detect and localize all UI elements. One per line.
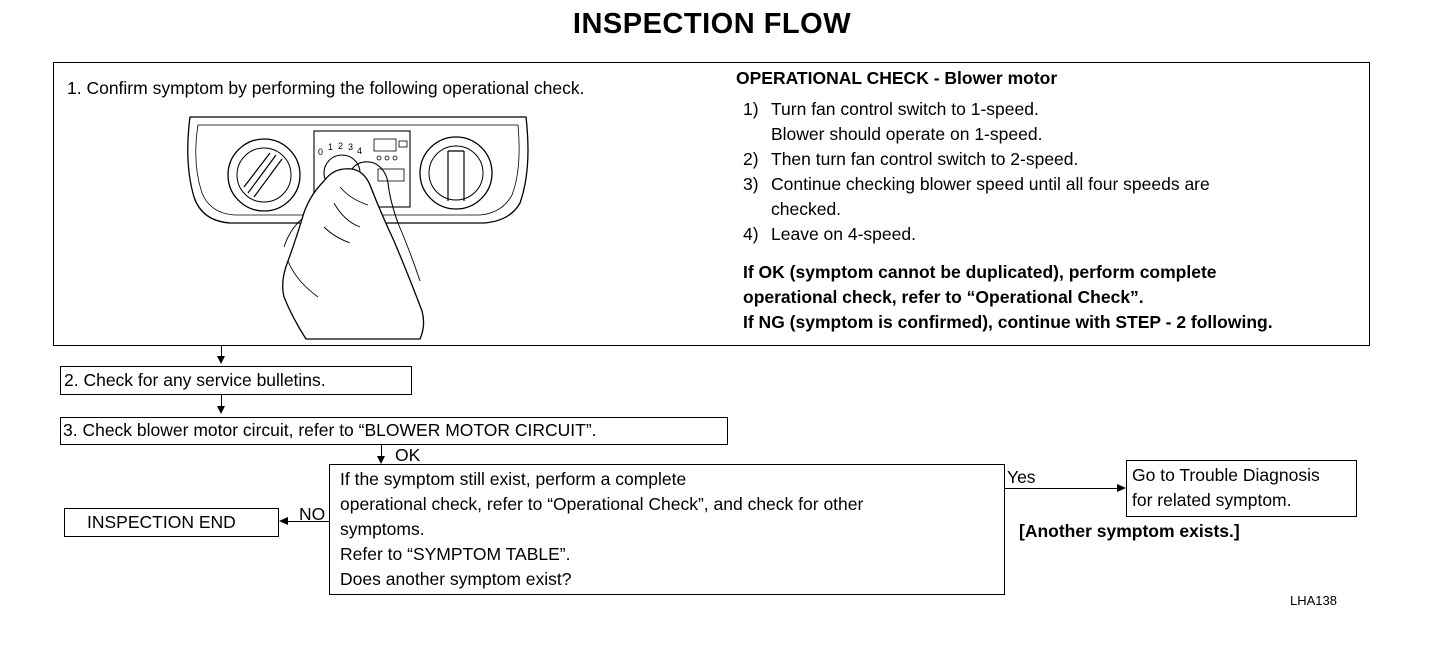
fan-speed-label-3: 3: [348, 142, 353, 152]
check-item-2-num: 2): [743, 149, 759, 169]
arrow-step2-to-step3: [221, 395, 222, 407]
arrowhead-step2: [217, 356, 225, 364]
result-line-3: If NG (symptom is confirmed), continue w…: [743, 312, 1273, 332]
arrow-yes-branch: [1005, 488, 1118, 489]
check-item-3-line-1: Continue checking blower speed until all…: [771, 174, 1210, 194]
check-item-2-line-1: Then turn fan control switch to 2-speed.: [771, 149, 1079, 169]
step-2-text: 2. Check for any service bulletins.: [64, 370, 326, 390]
ok-label: OK: [395, 445, 421, 465]
another-symptom-note: [Another symptom exists.]: [1019, 521, 1240, 541]
step-3-text: 3. Check blower motor circuit, refer to …: [63, 420, 597, 440]
check-item-4-num: 4): [743, 224, 759, 244]
arrow-step1-to-step2: [221, 346, 222, 358]
step-3-box: 3. Check blower motor circuit, refer to …: [60, 417, 728, 445]
trouble-line-2: for related symptom.: [1132, 490, 1292, 510]
step-1-box: 1. Confirm symptom by performing the fol…: [53, 62, 1370, 346]
trouble-diagnosis-box: Go to Trouble Diagnosis for related symp…: [1126, 460, 1357, 517]
decision-line-4: Refer to “SYMPTOM TABLE”.: [340, 544, 571, 564]
check-item-3-num: 3): [743, 174, 759, 194]
inspection-end-box: INSPECTION END: [64, 508, 279, 537]
inspection-end-text: INSPECTION END: [87, 512, 236, 532]
arrow-no-branch: [287, 521, 329, 522]
arrowhead-end: [279, 517, 288, 525]
check-item-4-line-1: Leave on 4-speed.: [771, 224, 916, 244]
arrowhead-trouble: [1117, 484, 1126, 492]
check-item-1-line-2: Blower should operate on 1-speed.: [771, 124, 1043, 144]
decision-line-5: Does another symptom exist?: [340, 569, 572, 589]
result-line-2: operational check, refer to “Operational…: [743, 287, 1144, 307]
yes-label: Yes: [1007, 467, 1036, 487]
check-item-1-num: 1): [743, 99, 759, 119]
step-2-box: 2. Check for any service bulletins.: [60, 366, 412, 395]
control-panel-illustration: 0 1 2 3 4: [187, 116, 529, 340]
check-item-3-line-2: checked.: [771, 199, 842, 219]
decision-line-3: symptoms.: [340, 519, 425, 539]
no-label: NO: [299, 504, 326, 524]
decision-box: If the symptom still exist, perform a co…: [329, 464, 1005, 595]
decision-line-1: If the symptom still exist, perform a co…: [340, 469, 687, 489]
fan-speed-label-2: 2: [338, 141, 343, 151]
check-item-1-line-1: Turn fan control switch to 1-speed.: [771, 99, 1039, 119]
step-1-text: 1. Confirm symptom by performing the fol…: [67, 78, 585, 98]
operational-check-heading: OPERATIONAL CHECK - Blower motor: [736, 68, 1058, 88]
decision-line-2: operational check, refer to “Operational…: [340, 494, 864, 514]
page-title: INSPECTION FLOW: [572, 8, 852, 40]
fan-speed-label-4: 4: [357, 146, 362, 156]
result-line-1: If OK (symptom cannot be duplicated), pe…: [743, 262, 1217, 282]
fan-speed-label-1: 1: [328, 142, 333, 152]
trouble-line-1: Go to Trouble Diagnosis: [1132, 465, 1320, 485]
figure-code: LHA138: [1290, 593, 1337, 608]
arrowhead-step3: [217, 406, 225, 414]
arrowhead-decision: [377, 456, 385, 464]
arrow-step3-to-decision: [381, 445, 382, 457]
fan-speed-label-0: 0: [318, 147, 323, 157]
